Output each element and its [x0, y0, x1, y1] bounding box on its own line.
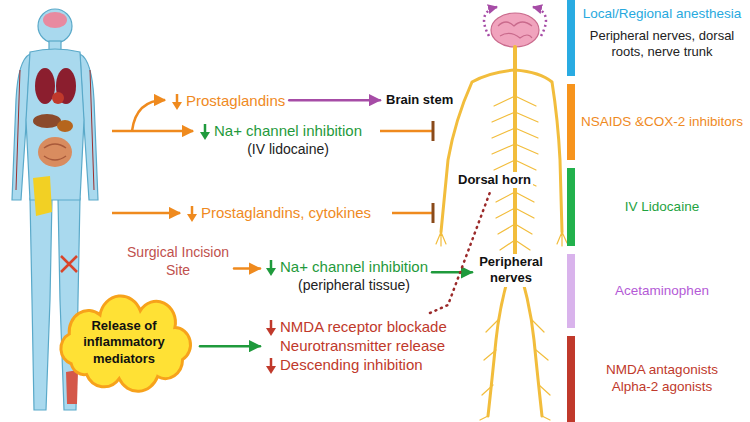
node-text: Neurotransmitter release: [280, 337, 447, 356]
cloud-outline: [61, 296, 191, 391]
legend-text: NSAIDS &COX-2 inhibitors: [581, 114, 743, 131]
decrease-arrow: [266, 328, 276, 336]
connector-arrow: [432, 271, 472, 274]
inhibition-line: [392, 212, 432, 215]
brain-arrow: [533, 7, 546, 36]
nervous-system: [480, 320, 550, 420]
node-text: Descending inhibition: [280, 356, 447, 375]
decrease-arrow: [187, 214, 197, 222]
nervous-system: [436, 47, 567, 420]
legend-text: IV Lidocaine: [625, 199, 699, 216]
inhibition-bar: [432, 203, 435, 223]
connector-arrow: [234, 267, 260, 270]
effect-arrow: [132, 100, 165, 131]
node-text: Peripheral nerves: [476, 254, 546, 287]
body-organs: [35, 68, 55, 104]
legend-text: NMDA antagonists Alpha-2 agonists: [596, 362, 728, 396]
legend-bar: [567, 0, 575, 76]
effect-text: Na+ channel inhibition(IV lidocaine): [198, 122, 362, 158]
nervous-system: [515, 70, 562, 232]
human-body: [58, 198, 80, 410]
node-text: Brain stem: [384, 92, 455, 108]
body-organs: [16, 70, 94, 190]
node-text: Prostaglandins, cytokines: [201, 204, 371, 223]
cloud-shape: Release of inflammatory mediators: [52, 300, 196, 385]
body-organs: [44, 144, 66, 160]
brain-arrow: [484, 7, 497, 36]
incision-mark: [61, 256, 77, 272]
decrease-arrow: [172, 102, 182, 110]
body-organs: [38, 137, 72, 167]
effect-text: NMDA receptor blockadeNeurotransmitter r…: [264, 318, 447, 374]
node-text: Prostaglandins: [186, 92, 285, 111]
node-text: Na+ channel inhibition: [214, 122, 362, 141]
legend-text: Acetaminophen: [615, 283, 709, 300]
inhibition-bar: [432, 121, 435, 223]
legend-entry: IV Lidocaine: [578, 168, 746, 246]
legend-entry: Acetaminophen: [578, 254, 746, 328]
human-body: [38, 9, 72, 43]
brain: [491, 13, 539, 47]
connector-arrow: [289, 99, 380, 102]
legend-bar: [567, 168, 575, 246]
effect-arrow: [112, 100, 193, 213]
legend-bar: [567, 84, 575, 160]
effect-arrow: [112, 212, 180, 215]
inhibition-line: [380, 130, 432, 133]
node-text: (peripheral tissue): [280, 277, 428, 295]
anatomy-label: Peripheral nerves: [476, 254, 546, 287]
nervous-system: [436, 232, 567, 246]
brain-arrow: [484, 7, 546, 36]
anatomy-label: Brain stem: [384, 92, 455, 108]
decrease-arrow: [266, 366, 276, 374]
site-label: Surgical Incision Site: [126, 244, 230, 279]
node-text: Dorsal horn: [456, 172, 533, 188]
brain: [491, 13, 539, 47]
legend-entry: NSAIDS &COX-2 inhibitors: [578, 84, 746, 160]
decrease-arrow: [200, 132, 210, 140]
node-text: NMDA receptor blockade: [280, 318, 447, 337]
effect-text: Prostaglandins, cytokines: [185, 204, 371, 223]
human-body: [30, 198, 52, 410]
legend-entry: Local/Regional anesthesia: [578, 0, 746, 76]
body-organs: [66, 370, 78, 404]
brain: [498, 22, 532, 38]
body-organs: [43, 12, 67, 28]
legend-note: Peripheral nerves, dorsal roots, nerve t…: [578, 28, 746, 61]
effect-text: Na+ channel inhibition(peripheral tissue…: [264, 258, 428, 294]
legend-text: Local/Regional anesthesia: [583, 6, 741, 23]
node-text: Na+ channel inhibition: [280, 258, 428, 277]
inhibition-bar: [432, 121, 435, 141]
node-text: (IV lidocaine): [214, 141, 362, 159]
connector-arrow: [200, 345, 260, 348]
legend-bar: [567, 254, 575, 328]
node-text: Surgical Incision Site: [126, 244, 230, 279]
legend-bar: [567, 336, 575, 422]
inhibition-line: [380, 131, 432, 213]
body-organs: [52, 92, 64, 104]
connector-layer: [200, 100, 490, 346]
node-text: Release of inflammatory mediators: [82, 318, 166, 367]
legend-entry: NMDA antagonists Alpha-2 agonists: [578, 336, 746, 422]
decrease-arrow: [266, 268, 276, 276]
effect-text: Prostaglandins: [170, 92, 285, 111]
body-organs: [33, 114, 61, 128]
body-organs: [33, 176, 52, 216]
incision-mark: [61, 256, 77, 272]
anatomy-label: Dorsal horn: [456, 172, 533, 188]
effect-arrow: [112, 130, 193, 133]
human-body: [26, 49, 84, 200]
body-organs: [57, 120, 73, 132]
